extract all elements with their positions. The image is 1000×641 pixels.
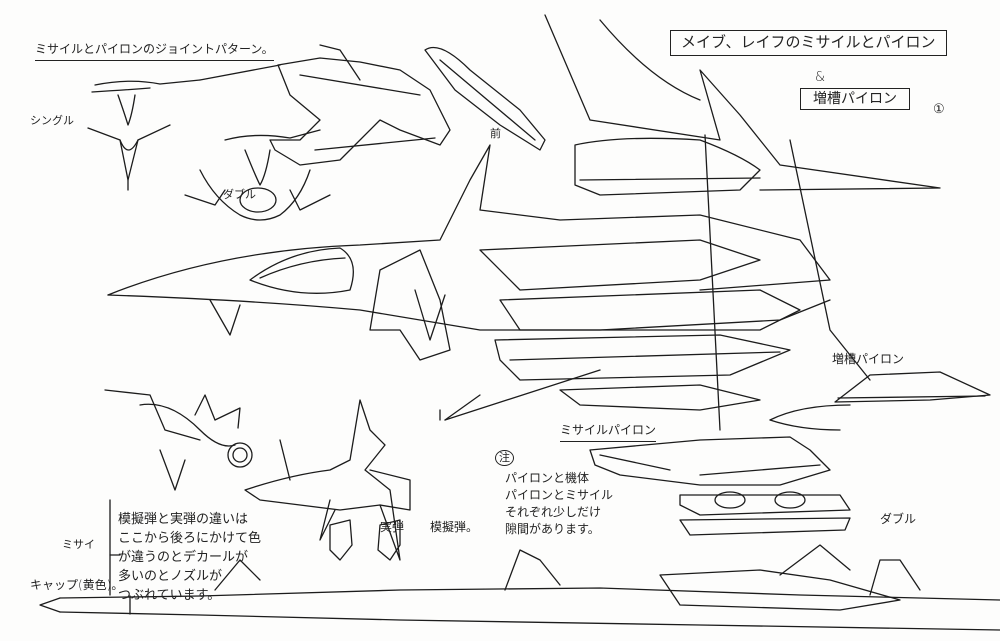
round-cross-sections <box>329 519 401 561</box>
drop-tank-pylon-drawing <box>769 371 991 431</box>
aircraft-main-drawing <box>107 14 941 431</box>
dummy-vs-live-note: 模擬弾と実弾の違いは ここから後ろにかけて色 が違うのとデカールが 多いのとノズ… <box>118 512 262 603</box>
gap-note: パイロンと機体 パイロンとミサイル それぞれ少しだけ 隙間があります。 <box>505 471 614 536</box>
pylon-top-view <box>269 44 546 166</box>
missile-pylon-drawing <box>589 436 901 611</box>
front-label: 前 <box>490 127 501 140</box>
double-joint-drawing <box>184 129 331 221</box>
missile-label: ミサイ <box>62 538 95 551</box>
dummy-round-label: 模擬弾。 <box>430 520 479 534</box>
double-label-right: ダブル <box>880 512 917 526</box>
sheet-number: ① <box>933 102 945 117</box>
missile-front-drawing <box>244 399 441 561</box>
note-mark: 注 <box>495 450 514 467</box>
cap-label: キャップ(黄色)。 <box>30 578 124 592</box>
single-joint-drawing <box>87 64 281 191</box>
live-round-label: 実弾 <box>380 520 405 534</box>
drop-tank-pylon-title: 増槽パイロン <box>800 88 910 111</box>
missile-side-drawing <box>39 499 1000 631</box>
double-label-top: ダブル <box>223 188 256 201</box>
missile-pylon-label: ミサイルパイロン <box>560 423 657 442</box>
joint-pattern-heading: ミサイルとパイロンのジョイントパターン。 <box>35 42 274 61</box>
ampersand: & <box>815 70 826 85</box>
single-label: シングル <box>30 114 74 127</box>
sheet-title: メイブ、レイフのミサイルとパイロン <box>670 30 947 56</box>
rear-view-drawing <box>104 389 253 491</box>
drop-tank-pylon-label: 増槽パイロン <box>832 352 905 366</box>
